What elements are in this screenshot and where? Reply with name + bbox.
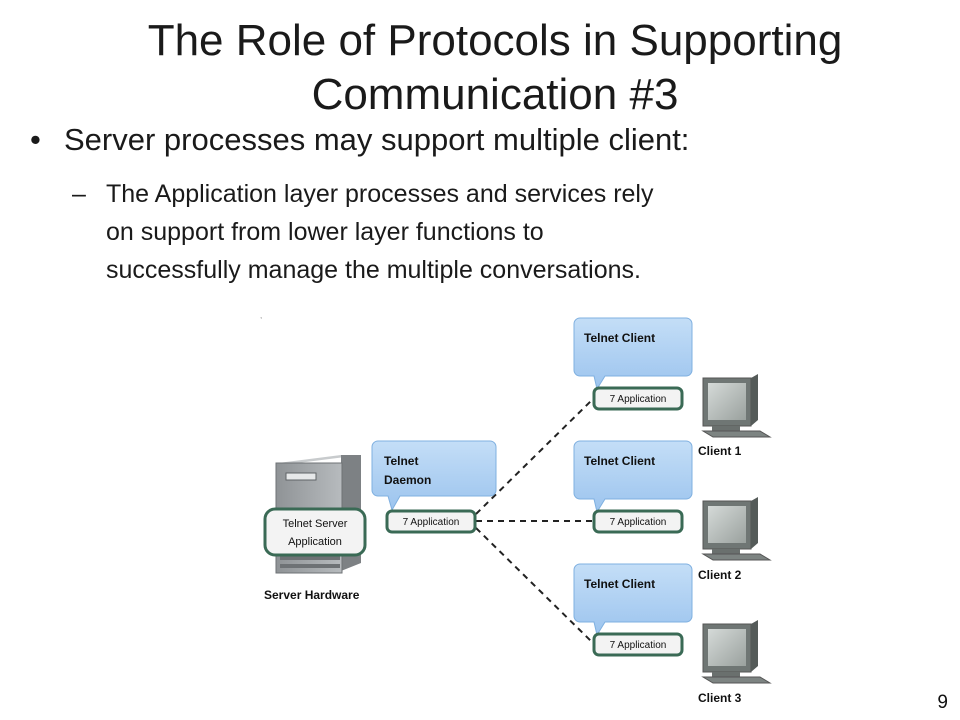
client-3-application-layer-box <box>592 632 684 657</box>
client-2-computer-icon <box>701 497 772 561</box>
sub-bullet-line-2: on support from lower layer functions to <box>106 218 544 246</box>
dash-icon: – <box>72 180 86 208</box>
client-2: Telnet Client 7 Application Client 2 <box>573 440 772 582</box>
client-3-label: Client 3 <box>698 691 742 705</box>
daemon-speech-bubble <box>371 440 497 512</box>
client-1-label: Client 1 <box>698 444 742 458</box>
bullet-icon: • <box>30 122 41 157</box>
server-app-line-1: Telnet Server <box>283 518 348 530</box>
client-2-application-layer-box <box>592 509 684 534</box>
client-1-layer-label: 7 Application <box>610 394 667 405</box>
title-line-1: The Role of Protocols in Supporting <box>147 16 843 65</box>
client-1: Telnet Client 7 Application Client 1 <box>573 317 772 458</box>
daemon-application-layer-box <box>385 509 477 534</box>
sub-bullet-line-3: successfully manage the multiple convers… <box>106 256 641 284</box>
server-app-line-2: Application <box>288 536 342 548</box>
figure-mark: , <box>260 311 262 320</box>
daemon-bubble-line-1: Telnet <box>384 454 418 468</box>
sub-bullet: – The Application layer processes and se… <box>72 175 654 289</box>
connection-lines <box>475 397 595 645</box>
telnet-daemon: Telnet Daemon 7 Application <box>371 440 497 534</box>
client-1-application-layer-box <box>592 386 684 411</box>
client-2-bubble-text: Telnet Client <box>584 454 655 468</box>
sub-bullet-line-1: The Application layer processes and serv… <box>106 180 654 208</box>
slide-title: The Role of Protocols in Supporting Comm… <box>60 14 930 122</box>
client-3-speech-bubble <box>573 563 693 637</box>
connection-line-client-3 <box>475 527 595 645</box>
client-1-speech-bubble <box>573 317 693 391</box>
server-hardware: Telnet Server Application Server Hardwar… <box>263 455 367 602</box>
client-3-layer-label: 7 Application <box>610 640 667 651</box>
server-hardware-label: Server Hardware <box>264 588 360 602</box>
daemon-bubble-line-2: Daemon <box>384 473 431 487</box>
client-3-computer-icon <box>701 620 772 684</box>
client-2-layer-label: 7 Application <box>610 517 667 528</box>
main-bullet: • Server processes may support multiple c… <box>30 120 689 160</box>
bullet-text: Server processes may support multiple cl… <box>64 122 690 157</box>
client-1-computer-icon <box>701 374 772 438</box>
server-application-box <box>263 507 367 557</box>
connection-line-client-1 <box>475 397 595 515</box>
client-3: Telnet Client 7 Application Client 3 <box>573 563 772 705</box>
client-2-speech-bubble <box>573 440 693 514</box>
title-line-2: Communication #3 <box>311 70 679 119</box>
daemon-layer-label: 7 Application <box>403 517 460 528</box>
client-3-bubble-text: Telnet Client <box>584 577 655 591</box>
page-number: 9 <box>937 692 948 713</box>
client-1-bubble-text: Telnet Client <box>584 331 655 345</box>
client-2-label: Client 2 <box>698 568 742 582</box>
